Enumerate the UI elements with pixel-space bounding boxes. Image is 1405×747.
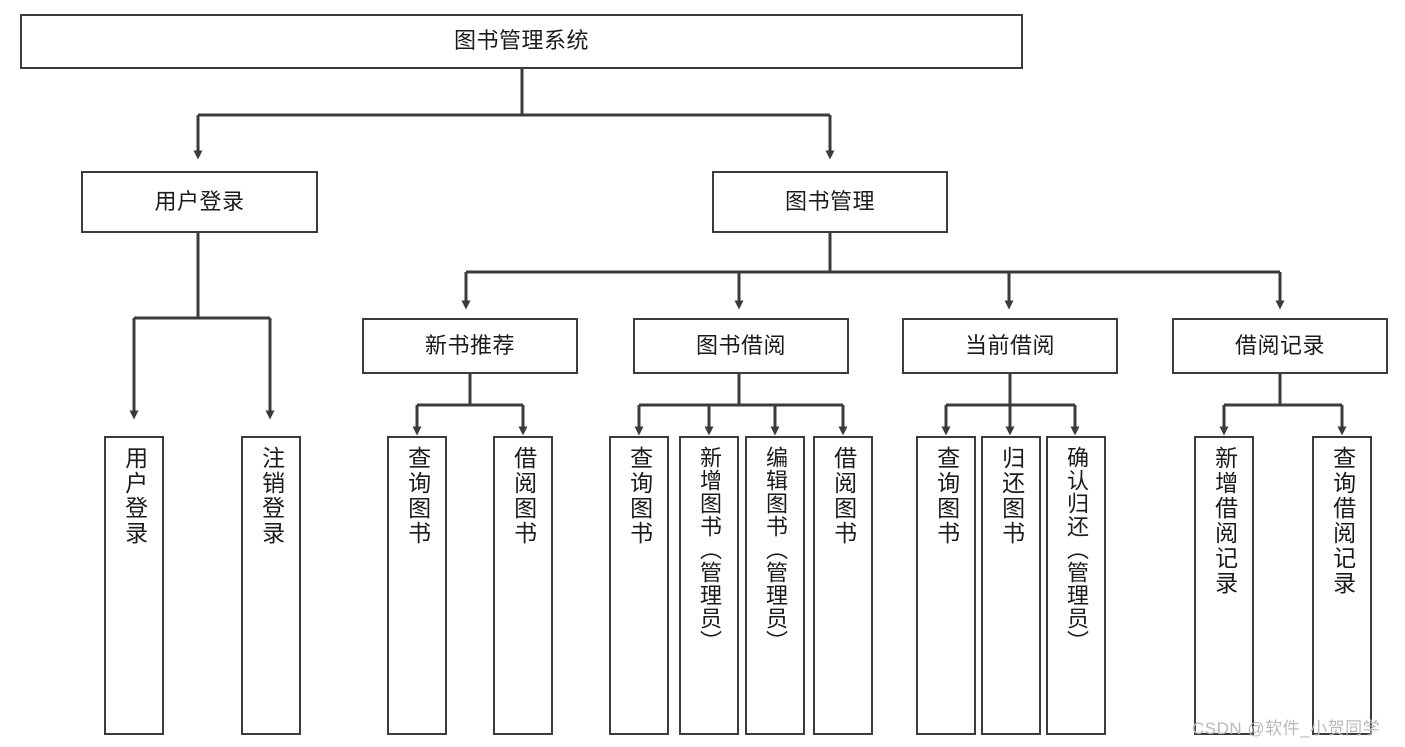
- leaf-label: 注销登录: [258, 446, 285, 546]
- node-root-label: 图书管理系统: [453, 28, 589, 54]
- node-new-book-recommend[interactable]: 新书推荐: [362, 318, 578, 374]
- node-borrow-record[interactable]: 借阅记录: [1172, 318, 1388, 374]
- leaf-user-login-logout[interactable]: 注销登录: [241, 436, 301, 735]
- leaf-label: 借阅图书: [830, 446, 857, 546]
- leaf-current-borrow-query[interactable]: 查询图书: [916, 436, 976, 735]
- node-borrow-record-label: 借阅记录: [1234, 332, 1325, 358]
- leaf-label: 确认归还（管理员）: [1063, 446, 1089, 653]
- leaf-label: 查询图书: [933, 446, 960, 546]
- leaf-label: 归还图书: [998, 446, 1025, 546]
- leaf-book-borrow-query[interactable]: 查询图书: [609, 436, 669, 735]
- node-user-login[interactable]: 用户登录: [81, 171, 318, 233]
- leaf-label: 新增图书（管理员）: [696, 446, 722, 653]
- leaf-book-borrow-edit[interactable]: 编辑图书（管理员）: [745, 436, 805, 735]
- leaf-label: 查询图书: [626, 446, 653, 546]
- leaf-borrow-record-add[interactable]: 新增借阅记录: [1194, 436, 1254, 735]
- leaf-new-book-borrow[interactable]: 借阅图书: [493, 436, 553, 735]
- node-current-borrow[interactable]: 当前借阅: [902, 318, 1118, 374]
- leaf-label: 新增借阅记录: [1211, 446, 1238, 596]
- leaf-user-login-login[interactable]: 用户登录: [104, 436, 164, 735]
- leaf-label: 查询图书: [404, 446, 431, 546]
- leaf-book-borrow-add[interactable]: 新增图书（管理员）: [679, 436, 739, 735]
- leaf-label: 编辑图书（管理员）: [762, 446, 788, 653]
- leaf-label: 查询借阅记录: [1329, 446, 1356, 596]
- node-book-manage-label: 图书管理: [784, 188, 875, 214]
- leaf-new-book-query[interactable]: 查询图书: [387, 436, 447, 735]
- leaf-current-borrow-return[interactable]: 归还图书: [981, 436, 1041, 735]
- leaf-label: 借阅图书: [510, 446, 537, 546]
- leaf-label: 用户登录: [121, 446, 148, 546]
- node-user-login-label: 用户登录: [154, 188, 245, 214]
- leaf-current-borrow-confirm-return[interactable]: 确认归还（管理员）: [1046, 436, 1106, 735]
- node-book-borrow-label: 图书借阅: [695, 332, 786, 358]
- leaf-book-borrow-borrow[interactable]: 借阅图书: [813, 436, 873, 735]
- csdn-watermark: CSDN @软件_小贺同学: [1192, 719, 1381, 738]
- node-book-manage[interactable]: 图书管理: [712, 171, 948, 233]
- node-root[interactable]: 图书管理系统: [20, 14, 1023, 69]
- leaf-borrow-record-query[interactable]: 查询借阅记录: [1312, 436, 1372, 735]
- node-new-book-recommend-label: 新书推荐: [424, 332, 515, 358]
- node-current-borrow-label: 当前借阅: [964, 332, 1055, 358]
- node-book-borrow[interactable]: 图书借阅: [633, 318, 849, 374]
